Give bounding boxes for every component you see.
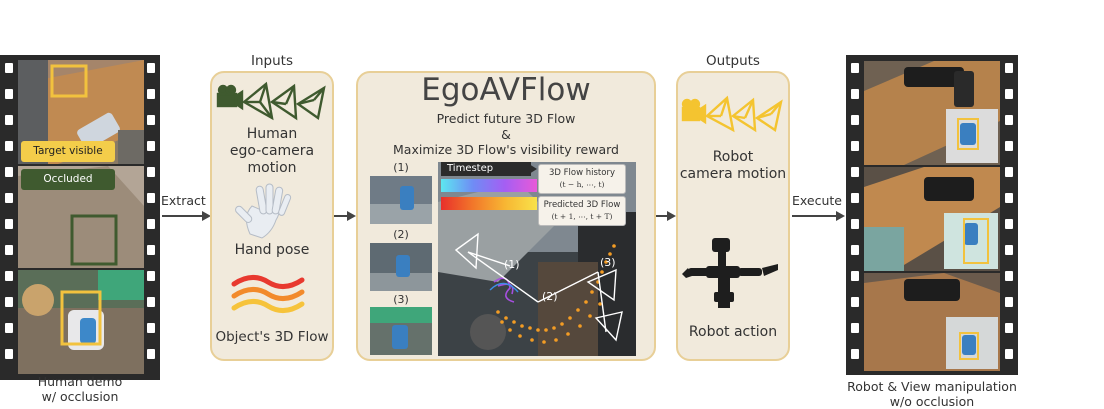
left-film-perforations	[5, 63, 155, 359]
right-frame-2-image	[864, 167, 1000, 271]
human-camera-line1: Human	[246, 126, 298, 142]
left-frame-3-image	[18, 270, 144, 374]
center-to-outputs-arrow-head	[667, 211, 676, 221]
small-frame-1-image	[370, 176, 432, 224]
right-frame-1-image	[864, 61, 1000, 165]
frame-label-1: (1)	[393, 161, 409, 174]
human-camera-line3: motion	[247, 160, 297, 176]
center-line3: Maximize 3D Flow's visibility reward	[393, 142, 619, 157]
right-caption-line1: Robot & View manipulation	[847, 379, 1017, 394]
frame-label-2: (2)	[393, 228, 409, 241]
target-visible-badge: Target visible	[21, 141, 115, 162]
occluded-badge: Occluded	[21, 169, 115, 190]
object-flow-icon	[231, 275, 305, 313]
extract-label: Extract	[161, 193, 206, 208]
right-film-perforations	[851, 63, 1013, 359]
small-frame-2-image	[370, 243, 432, 291]
scene-marker-2: (2)	[542, 290, 558, 303]
execute-label: Execute	[792, 193, 842, 208]
center-to-outputs-arrow	[656, 215, 668, 217]
execute-arrow-head	[836, 211, 845, 221]
robot-camera-line2: camera motion	[679, 166, 787, 182]
extract-arrow	[162, 215, 202, 217]
robot-action-icon	[682, 238, 778, 308]
frame-label-3: (3)	[393, 293, 409, 306]
object-flow-label: Object's 3D Flow	[215, 329, 329, 345]
hand-pose-label: Hand pose	[234, 242, 310, 258]
predicted-legend-range: (t + 1, ⋯, t + T)	[551, 212, 613, 221]
human-camera-icon	[216, 81, 326, 121]
timestep-arrow-head	[529, 164, 537, 174]
left-caption-line2: w/ occlusion	[41, 389, 119, 404]
center-line2: &	[501, 127, 511, 142]
predicted-gradient-bar	[441, 197, 537, 210]
predicted-legend-box: Predicted 3D Flow (t + 1, ⋯, t + T)	[538, 196, 626, 226]
history-gradient-bar	[441, 179, 537, 192]
hand-pose-icon	[235, 183, 292, 239]
robot-action-label: Robot action	[688, 324, 778, 340]
history-legend-box: 3D Flow history (t − h, ⋯, t)	[538, 164, 626, 194]
left-caption-line1: Human demo	[37, 374, 123, 389]
scene-marker-1: (1)	[504, 258, 520, 271]
robot-camera-line1: Robot	[712, 149, 754, 165]
scene-marker-3: (3)	[600, 256, 616, 269]
right-caption-line2: w/o occlusion	[889, 394, 975, 409]
robot-camera-icon	[681, 95, 783, 133]
history-legend-range: (t − h, ⋯, t)	[559, 180, 605, 189]
predicted-legend-label: Predicted 3D Flow	[543, 200, 621, 210]
small-frame-3-image	[370, 307, 432, 355]
history-legend-label: 3D Flow history	[549, 168, 615, 178]
outputs-title: Outputs	[706, 53, 760, 69]
extract-arrow-head	[202, 211, 211, 221]
inputs-title: Inputs	[251, 53, 293, 69]
center-line1: Predict future 3D Flow	[436, 111, 576, 126]
inputs-to-center-arrow	[334, 215, 348, 217]
egoavflow-title: EgoAVFlow	[421, 72, 591, 108]
human-camera-line2: ego-camera	[229, 143, 315, 159]
execute-arrow	[792, 215, 836, 217]
right-frame-3-image	[864, 273, 1000, 371]
timestep-header: Timestep	[441, 162, 531, 176]
inputs-to-center-arrow-head	[347, 211, 356, 221]
